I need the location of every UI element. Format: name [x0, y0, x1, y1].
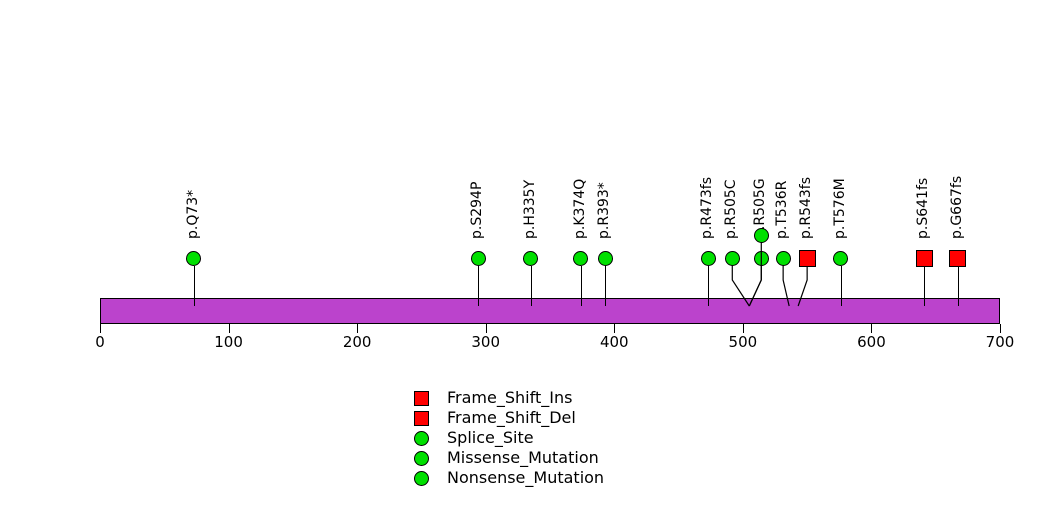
axis-tick [614, 324, 616, 333]
axis-tick-label: 100 [214, 333, 243, 351]
mutation-marker-square[interactable] [915, 249, 933, 267]
mutation-marker-circle[interactable] [470, 250, 486, 266]
legend-circle-icon [414, 470, 429, 486]
legend-label: Missense_Mutation [447, 448, 599, 467]
axis-tick [485, 324, 487, 333]
protein-backbone-bar [100, 298, 1000, 324]
legend-square-icon [414, 390, 429, 406]
lollipop-stem [708, 265, 709, 306]
axis-tick [742, 324, 744, 333]
mutation-marker-circle[interactable] [833, 250, 849, 266]
axis-tick [357, 324, 359, 333]
lollipop-stem [478, 265, 479, 306]
lollipop-stem [958, 266, 959, 306]
legend-row[interactable]: Missense_Mutation [414, 448, 604, 468]
legend-row[interactable]: Splice_Site [414, 428, 604, 448]
mutation-marker-square[interactable] [949, 249, 967, 267]
lollipop-stem [605, 265, 606, 306]
legend-square-icon [414, 410, 429, 426]
mutation-marker-circle[interactable] [724, 250, 740, 266]
lollipop-stem [531, 265, 532, 306]
mutation-marker-circle[interactable] [753, 227, 769, 243]
legend-circle-icon [414, 450, 429, 466]
axis-tick [1000, 324, 1001, 333]
legend-label: Nonsense_Mutation [447, 468, 605, 487]
lollipop-stem [924, 266, 925, 306]
legend-row[interactable]: Nonsense_Mutation [414, 468, 604, 488]
lollipop-stem [581, 265, 582, 306]
mutation-label: p.R543fs [798, 176, 815, 239]
legend-row[interactable]: Frame_Shift_Ins [414, 388, 604, 408]
mutation-marker-circle[interactable] [573, 250, 589, 266]
mutation-marker-circle[interactable] [523, 250, 539, 266]
lollipop-stem [841, 265, 842, 306]
mutation-marker-circle[interactable] [775, 250, 791, 266]
axis-tick-label: 0 [95, 333, 105, 351]
axis-tick-label: 200 [342, 333, 372, 351]
axis-tick [100, 324, 101, 333]
mutation-label: p.G667fs [948, 175, 965, 239]
legend-circle-icon [414, 430, 429, 446]
axis-tick [871, 324, 873, 333]
legend-row[interactable]: Frame_Shift_Del [414, 408, 604, 428]
axis-tick-label: 300 [471, 333, 501, 351]
legend-label: Splice_Site [447, 428, 534, 447]
axis-tick-label: 700 [985, 333, 1015, 351]
mutation-marker-circle[interactable] [700, 250, 716, 266]
mutation-marker-square[interactable] [798, 249, 816, 267]
legend-label: Frame_Shift_Del [447, 408, 576, 427]
axis-tick-label: 600 [857, 333, 886, 351]
mutation-label: p.S641fs [915, 177, 932, 239]
mutation-marker-circle[interactable] [186, 250, 202, 266]
mutation-label: p.T576M [831, 178, 848, 239]
axis-tick-label: 500 [728, 333, 758, 351]
mutation-marker-circle[interactable] [597, 250, 613, 266]
lollipop-stem [194, 265, 195, 306]
axis-tick-label: 400 [599, 333, 629, 351]
axis-tick [228, 324, 230, 333]
legend-label: Frame_Shift_Ins [447, 388, 573, 407]
